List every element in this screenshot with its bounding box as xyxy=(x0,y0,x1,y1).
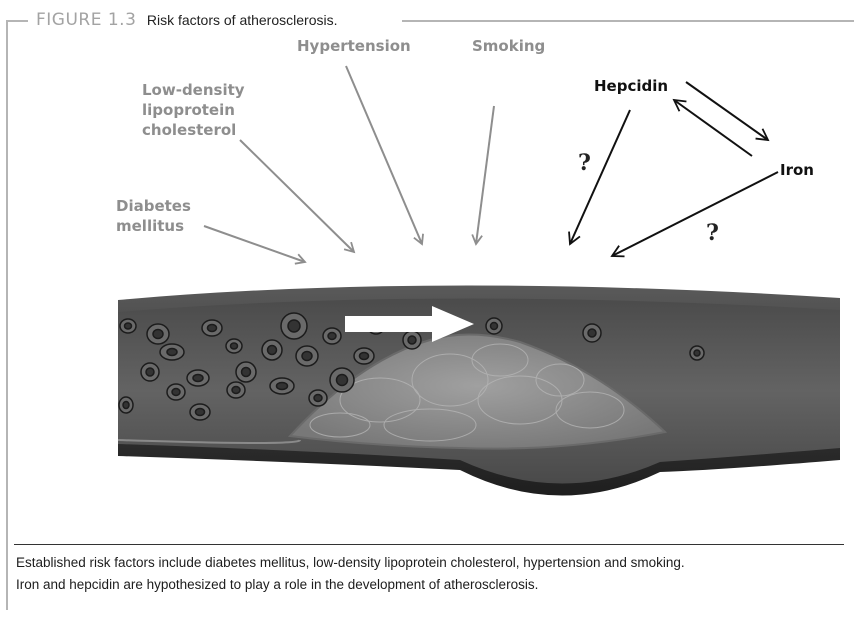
label-ldl-line2: lipoprotein xyxy=(142,100,245,120)
label-smoking: Smoking xyxy=(472,36,545,56)
label-diabetes-line1: Diabetes xyxy=(116,196,191,216)
diabetes-arrow xyxy=(204,226,305,262)
hypertension-arrow xyxy=(346,66,422,244)
label-diabetes-mellitus: Diabetes mellitus xyxy=(116,196,191,236)
iron-to-hepcidin-arrow xyxy=(674,100,752,156)
label-ldl-line1: Low-density xyxy=(142,80,245,100)
atherosclerosis-diagram xyxy=(0,0,868,540)
iron-arrow xyxy=(612,172,778,256)
label-hepcidin: Hepcidin xyxy=(594,76,668,96)
hepcidin-arrow xyxy=(570,110,630,244)
question-mark-iron: ? xyxy=(706,220,719,246)
label-ldl-line3: cholesterol xyxy=(142,120,245,140)
caption-line-2: Iron and hepcidin are hypothesized to pl… xyxy=(16,574,846,596)
label-iron: Iron xyxy=(780,160,814,180)
label-diabetes-line2: mellitus xyxy=(116,216,191,236)
ldl-arrow xyxy=(240,140,354,252)
caption-divider xyxy=(14,544,844,545)
smoking-arrow xyxy=(476,106,494,244)
question-mark-hepcidin: ? xyxy=(578,150,591,176)
hepcidin-to-iron-arrow xyxy=(686,82,768,140)
caption-line-1: Established risk factors include diabete… xyxy=(16,552,846,574)
label-hypertension: Hypertension xyxy=(297,36,411,56)
figure-caption: Established risk factors include diabete… xyxy=(16,552,846,596)
label-ldl-cholesterol: Low-density lipoprotein cholesterol xyxy=(142,80,245,140)
